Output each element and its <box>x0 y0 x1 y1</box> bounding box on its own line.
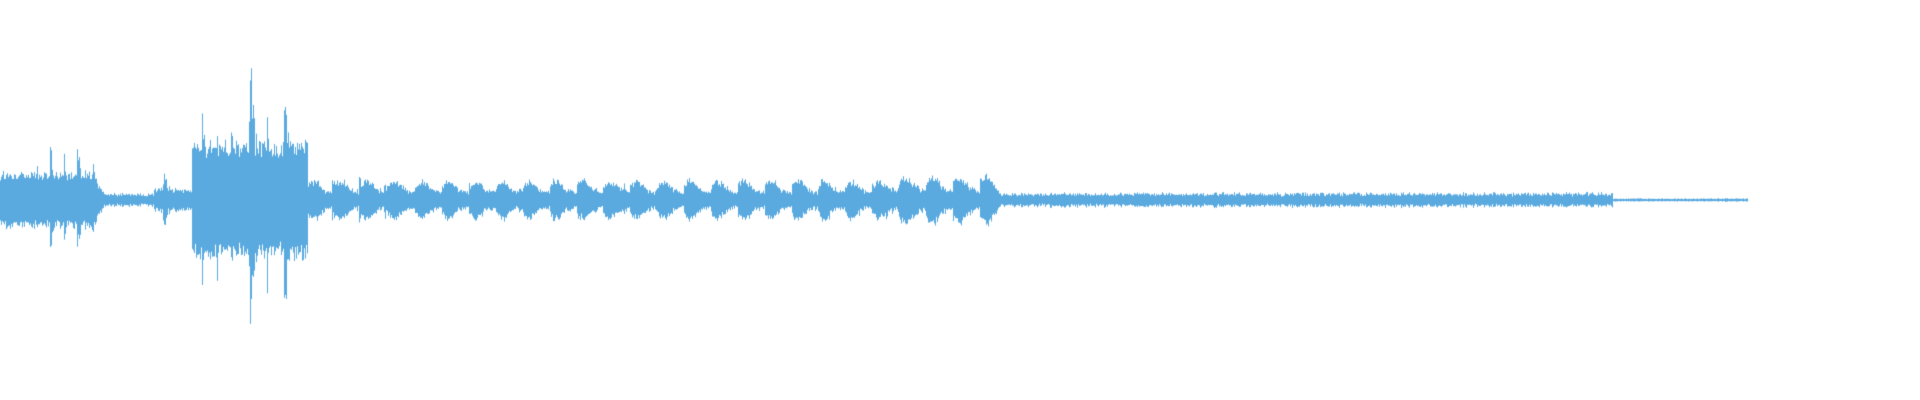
audio-waveform <box>0 0 1920 400</box>
